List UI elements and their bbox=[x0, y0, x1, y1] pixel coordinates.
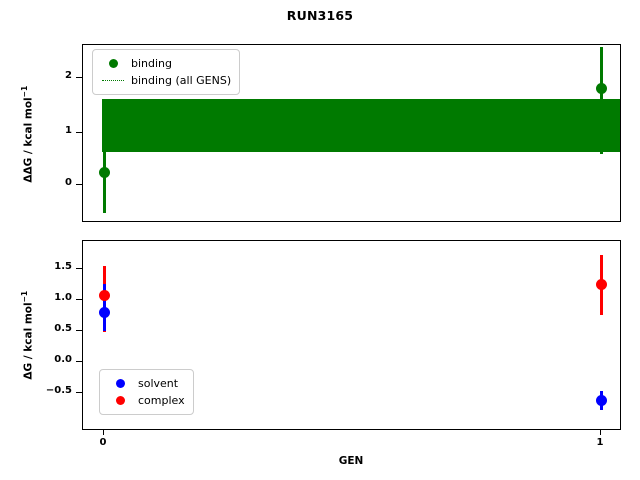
complex-point-gen1 bbox=[595, 279, 607, 290]
bottom-ytick-mark-neg0p5 bbox=[76, 391, 82, 393]
binding-all-gens-line-icon bbox=[100, 80, 126, 81]
binding-all-gens-band bbox=[102, 99, 620, 152]
top-ytick-mark-0 bbox=[76, 183, 82, 185]
figure-title: RUN3165 bbox=[286, 8, 354, 23]
xtick-label-1: 1 bbox=[596, 437, 604, 448]
bottom-y-axis-label-exponent: −1 bbox=[19, 290, 29, 303]
legend-label-binding: binding bbox=[131, 57, 173, 70]
xtick-label-0: 0 bbox=[99, 437, 107, 448]
bottom-ytick-label-1p5: 1.5 bbox=[54, 261, 72, 272]
x-axis-label: GEN bbox=[338, 455, 364, 467]
legend-item-binding[interactable]: binding bbox=[100, 55, 231, 72]
complex-point-gen0 bbox=[98, 290, 110, 301]
bottom-ytick-mark-0p0 bbox=[76, 360, 82, 362]
bottom-ytick-label-1p0: 1.0 bbox=[54, 292, 72, 303]
legend-item-complex[interactable]: complex bbox=[107, 392, 185, 409]
bottom-ytick-mark-0p5 bbox=[76, 329, 82, 331]
top-y-axis-label-text: ΔΔG / kcal mol bbox=[22, 97, 35, 183]
top-y-axis-label-exponent: −1 bbox=[19, 85, 29, 98]
top-legend: binding binding (all GENS) bbox=[92, 49, 241, 95]
legend-item-binding-all-gens[interactable]: binding (all GENS) bbox=[100, 72, 231, 89]
top-ytick-label-2: 2 bbox=[65, 70, 72, 81]
binding-point-gen0 bbox=[98, 167, 110, 178]
legend-label-solvent: solvent bbox=[138, 377, 179, 390]
top-y-axis-label: ΔΔG / kcal mol−1 bbox=[20, 74, 35, 194]
legend-label-complex: complex bbox=[138, 394, 185, 407]
xtick-mark-0 bbox=[103, 430, 104, 435]
solvent-point-gen1 bbox=[595, 395, 607, 406]
bottom-legend: solvent complex bbox=[99, 369, 194, 415]
top-ytick-mark-2 bbox=[76, 76, 82, 78]
binding-dot-icon bbox=[100, 59, 126, 68]
bottom-ytick-mark-1p0 bbox=[76, 298, 82, 300]
complex-dot-icon bbox=[107, 396, 133, 405]
legend-label-binding-all-gens: binding (all GENS) bbox=[131, 74, 232, 87]
legend-item-solvent[interactable]: solvent bbox=[107, 375, 185, 392]
bottom-ytick-label-0p0: 0.0 bbox=[54, 354, 72, 365]
bottom-ytick-mark-1p5 bbox=[76, 267, 82, 269]
solvent-dot-icon bbox=[107, 379, 133, 388]
top-ytick-mark-1 bbox=[76, 131, 82, 133]
solvent-point-gen0 bbox=[98, 307, 110, 318]
binding-errorbar-gen0 bbox=[102, 100, 106, 213]
bottom-ytick-label-0p5: 0.5 bbox=[54, 323, 72, 334]
bottom-y-axis-label-text: ΔG / kcal mol bbox=[22, 302, 35, 380]
binding-point-gen1 bbox=[595, 83, 607, 94]
binding-errorbar-gen1 bbox=[599, 47, 603, 154]
bottom-ytick-label-neg0p5: −0.5 bbox=[45, 385, 72, 396]
top-ytick-label-1: 1 bbox=[65, 125, 72, 136]
xtick-mark-1 bbox=[600, 430, 601, 435]
top-ytick-label-0: 0 bbox=[65, 177, 72, 188]
